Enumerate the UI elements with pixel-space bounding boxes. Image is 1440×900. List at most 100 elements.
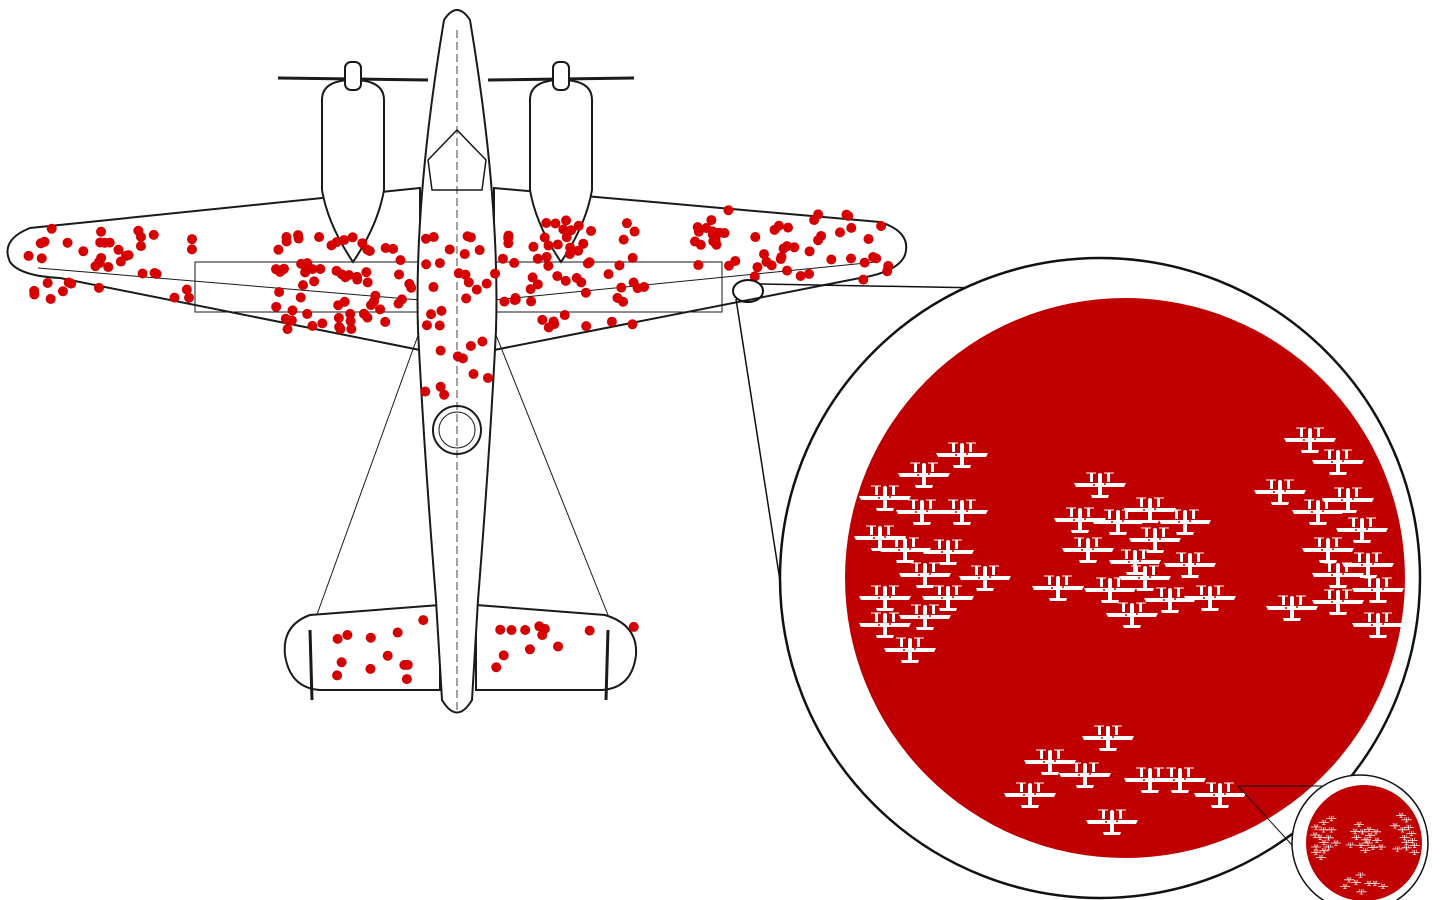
bullet-hole-dot [362, 277, 373, 288]
bullet-hole-dot [526, 296, 537, 307]
bullet-hole-dot [503, 230, 514, 241]
bullet-hole-dot [490, 268, 501, 279]
bullet-hole-dot [543, 260, 554, 271]
bullet-hole-dot [558, 224, 569, 235]
bullet-hole-dot [336, 657, 347, 668]
bullet-hole-dot [468, 369, 479, 380]
bullet-hole-dot [789, 242, 800, 253]
bullet-hole-dot [795, 271, 806, 282]
bullet-hole-dot [552, 271, 563, 282]
bullet-hole-dot [435, 345, 446, 356]
bullet-hole-dot [435, 381, 446, 392]
bullet-hole-dot [426, 309, 437, 320]
bullet-hole-dot [307, 264, 318, 275]
bullet-hole-dot [380, 242, 391, 253]
bullet-hole-dot [724, 260, 735, 271]
bullet-hole-dot [394, 269, 405, 280]
bullet-hole-dot [846, 222, 857, 233]
bullet-hole-dot [93, 282, 104, 293]
bullet-hole-dot [628, 621, 639, 632]
bullet-hole-dot [616, 282, 627, 293]
bullet-hole-dot [393, 298, 404, 309]
bullet-hole-dot [481, 278, 492, 289]
bullet-hole-dot [719, 228, 730, 239]
bullet-hole-dot [550, 218, 561, 229]
bullet-hole-dot [115, 256, 126, 267]
bullet-hole-dot [293, 230, 304, 241]
bullet-hole-dot [465, 340, 476, 351]
bullet-hole-dot [281, 236, 292, 247]
bullet-hole-dot [826, 254, 837, 265]
bullet-hole-dot [346, 324, 357, 335]
bullet-hole-dot [871, 253, 882, 264]
bullet-hole-dot [586, 225, 597, 236]
bullet-hole-dot [541, 218, 552, 229]
bullet-hole-dot [525, 284, 536, 295]
bullet-hole-dot [428, 282, 439, 293]
bullet-hole-dot [580, 287, 591, 298]
bullet-hole-dot [465, 232, 476, 243]
bullet-hole-dot [706, 215, 717, 226]
bullet-hole-dot [859, 257, 870, 268]
bullet-hole-dot [510, 292, 521, 303]
bullet-hole-dot [380, 316, 391, 327]
bullet-hole-dot [345, 308, 356, 319]
bullet-hole-dot [332, 633, 343, 644]
bullet-hole-dot [463, 277, 474, 288]
bullet-hole-dot [62, 237, 73, 248]
bullet-hole-dot [527, 272, 538, 283]
bullet-hole-dot [541, 251, 552, 262]
bullet-hole-dot [883, 260, 894, 271]
bullet-hole-dot [46, 223, 57, 234]
bullet-hole-dot [78, 246, 89, 257]
bullet-hole-dot [314, 232, 325, 243]
bullet-hole-dot [782, 222, 793, 233]
bullet-hole-dot [434, 258, 445, 269]
bullet-hole-dot [614, 260, 625, 271]
bullet-hole-dot [187, 234, 198, 245]
bullet-hole-dot [813, 235, 824, 246]
bullet-hole-dot [274, 287, 285, 298]
bullet-hole-dot [23, 250, 34, 261]
bullet-hole-dot [627, 319, 638, 330]
bullet-hole-dot [148, 229, 159, 240]
bullet-hole-dot [388, 243, 399, 254]
bullet-hole-dot [135, 231, 146, 242]
bullet-hole-dot [627, 252, 638, 263]
bullet-hole-dot [123, 250, 134, 261]
bullet-hole-dot [528, 241, 539, 252]
bullet-hole-dot [436, 305, 447, 316]
bullet-hole-dot [524, 644, 535, 655]
bullet-hole-dot [29, 289, 40, 300]
bullet-hole-dot [169, 292, 180, 303]
bullet-hole-dot [750, 232, 761, 243]
bullet-hole-dot [564, 248, 575, 259]
bullet-hole-dot [404, 278, 415, 289]
bullet-hole-dot [553, 641, 564, 652]
bullet-hole-dot [57, 286, 68, 297]
bullet-hole-dot [342, 629, 353, 640]
bullet-hole-dot [621, 218, 632, 229]
bullet-hole-dot [361, 267, 372, 278]
bullet-hole-dot [184, 292, 195, 303]
bullet-hole-dot [499, 296, 510, 307]
bullet-hole-dot [701, 222, 712, 233]
bullet-hole-dot [692, 222, 703, 233]
bullet-hole-dot [273, 244, 284, 255]
bullet-hole-dot [618, 234, 629, 245]
bullet-hole-dot [560, 275, 571, 286]
bullet-hole-dot [365, 632, 376, 643]
bullet-hole-dot [149, 268, 160, 279]
bullet-hole-dot [863, 233, 874, 244]
bullet-hole-dot [428, 232, 439, 243]
bullet-hole-dot [629, 226, 640, 237]
bullet-hole-dot [460, 269, 471, 280]
bullet-hole-dot [498, 650, 509, 661]
bullet-hole-dot [370, 290, 381, 301]
bullet-hole-dot [457, 353, 468, 364]
bullet-hole-dot [584, 625, 595, 636]
bullet-hole-dot [459, 249, 470, 260]
bullet-hole-dot [749, 271, 760, 282]
bullet-hole-dot [135, 241, 146, 252]
bullet-hole-dot [543, 322, 554, 333]
